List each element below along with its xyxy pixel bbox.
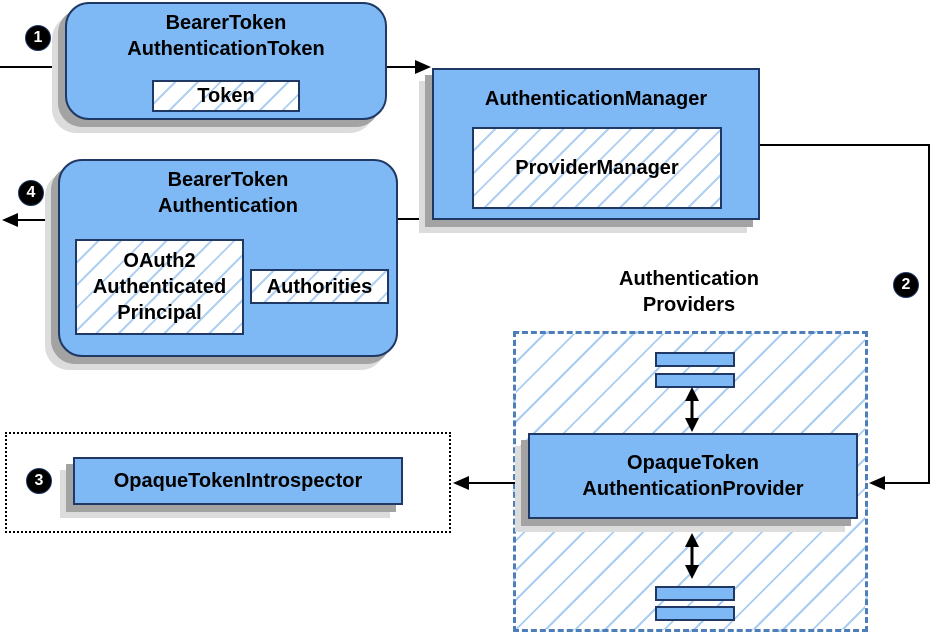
- authentication-providers-group-label: Authentication Providers: [619, 268, 759, 316]
- authorities-inner-box: Authorities: [250, 269, 389, 304]
- token-inner-box: Token: [152, 80, 300, 112]
- provider-list-bar: [655, 373, 735, 388]
- node-bearer-token-authentication: BearerToken Authentication OAuth2 Authen…: [58, 159, 398, 357]
- provider-list-bar: [655, 606, 735, 621]
- step-badge-4: 4: [18, 180, 44, 206]
- step-badge-3: 3: [26, 468, 52, 494]
- manager-to-provider-arrowhead-icon: [869, 476, 885, 490]
- provider-manager-inner-box: ProviderManager: [472, 127, 722, 209]
- opaque-token-authentication-provider-title: OpaqueToken AuthenticationProvider: [582, 452, 804, 500]
- node-bearer-token-authentication-token: BearerToken AuthenticationToken Token: [65, 2, 387, 120]
- authorities-label: Authorities: [266, 275, 373, 298]
- provider-to-introspector-arrowhead-icon: [453, 476, 469, 490]
- step-badge-1: 1: [25, 25, 51, 51]
- provider-list-bar: [655, 586, 735, 601]
- oauth2-authenticated-principal-inner-box: OAuth2 Authenticated Principal: [75, 239, 244, 335]
- token-to-manager-arrowhead-icon: [415, 60, 431, 74]
- node-opaque-token-introspector: OpaqueTokenIntrospector: [73, 457, 403, 505]
- introspector-dotted-box: [5, 432, 451, 533]
- token-label: Token: [197, 85, 255, 107]
- provider-manager-label: ProviderManager: [515, 157, 679, 179]
- bearer-token-authentication-title: BearerToken Authentication: [158, 169, 298, 217]
- opaque-token-introspector-title: OpaqueTokenIntrospector: [113, 470, 363, 492]
- authentication-manager-title: AuthenticationManager: [484, 88, 708, 110]
- bearer-token-authentication-token-title: BearerToken AuthenticationToken: [127, 12, 325, 60]
- authentication-out-arrowhead-icon: [2, 213, 18, 227]
- provider-list-bar: [655, 352, 735, 367]
- node-opaque-token-authentication-provider: OpaqueToken AuthenticationProvider: [528, 433, 858, 519]
- oauth2-authenticated-principal-label: OAuth2 Authenticated Principal: [92, 250, 227, 324]
- node-authentication-manager: AuthenticationManager ProviderManager: [432, 68, 760, 220]
- step-badge-2: 2: [893, 272, 919, 298]
